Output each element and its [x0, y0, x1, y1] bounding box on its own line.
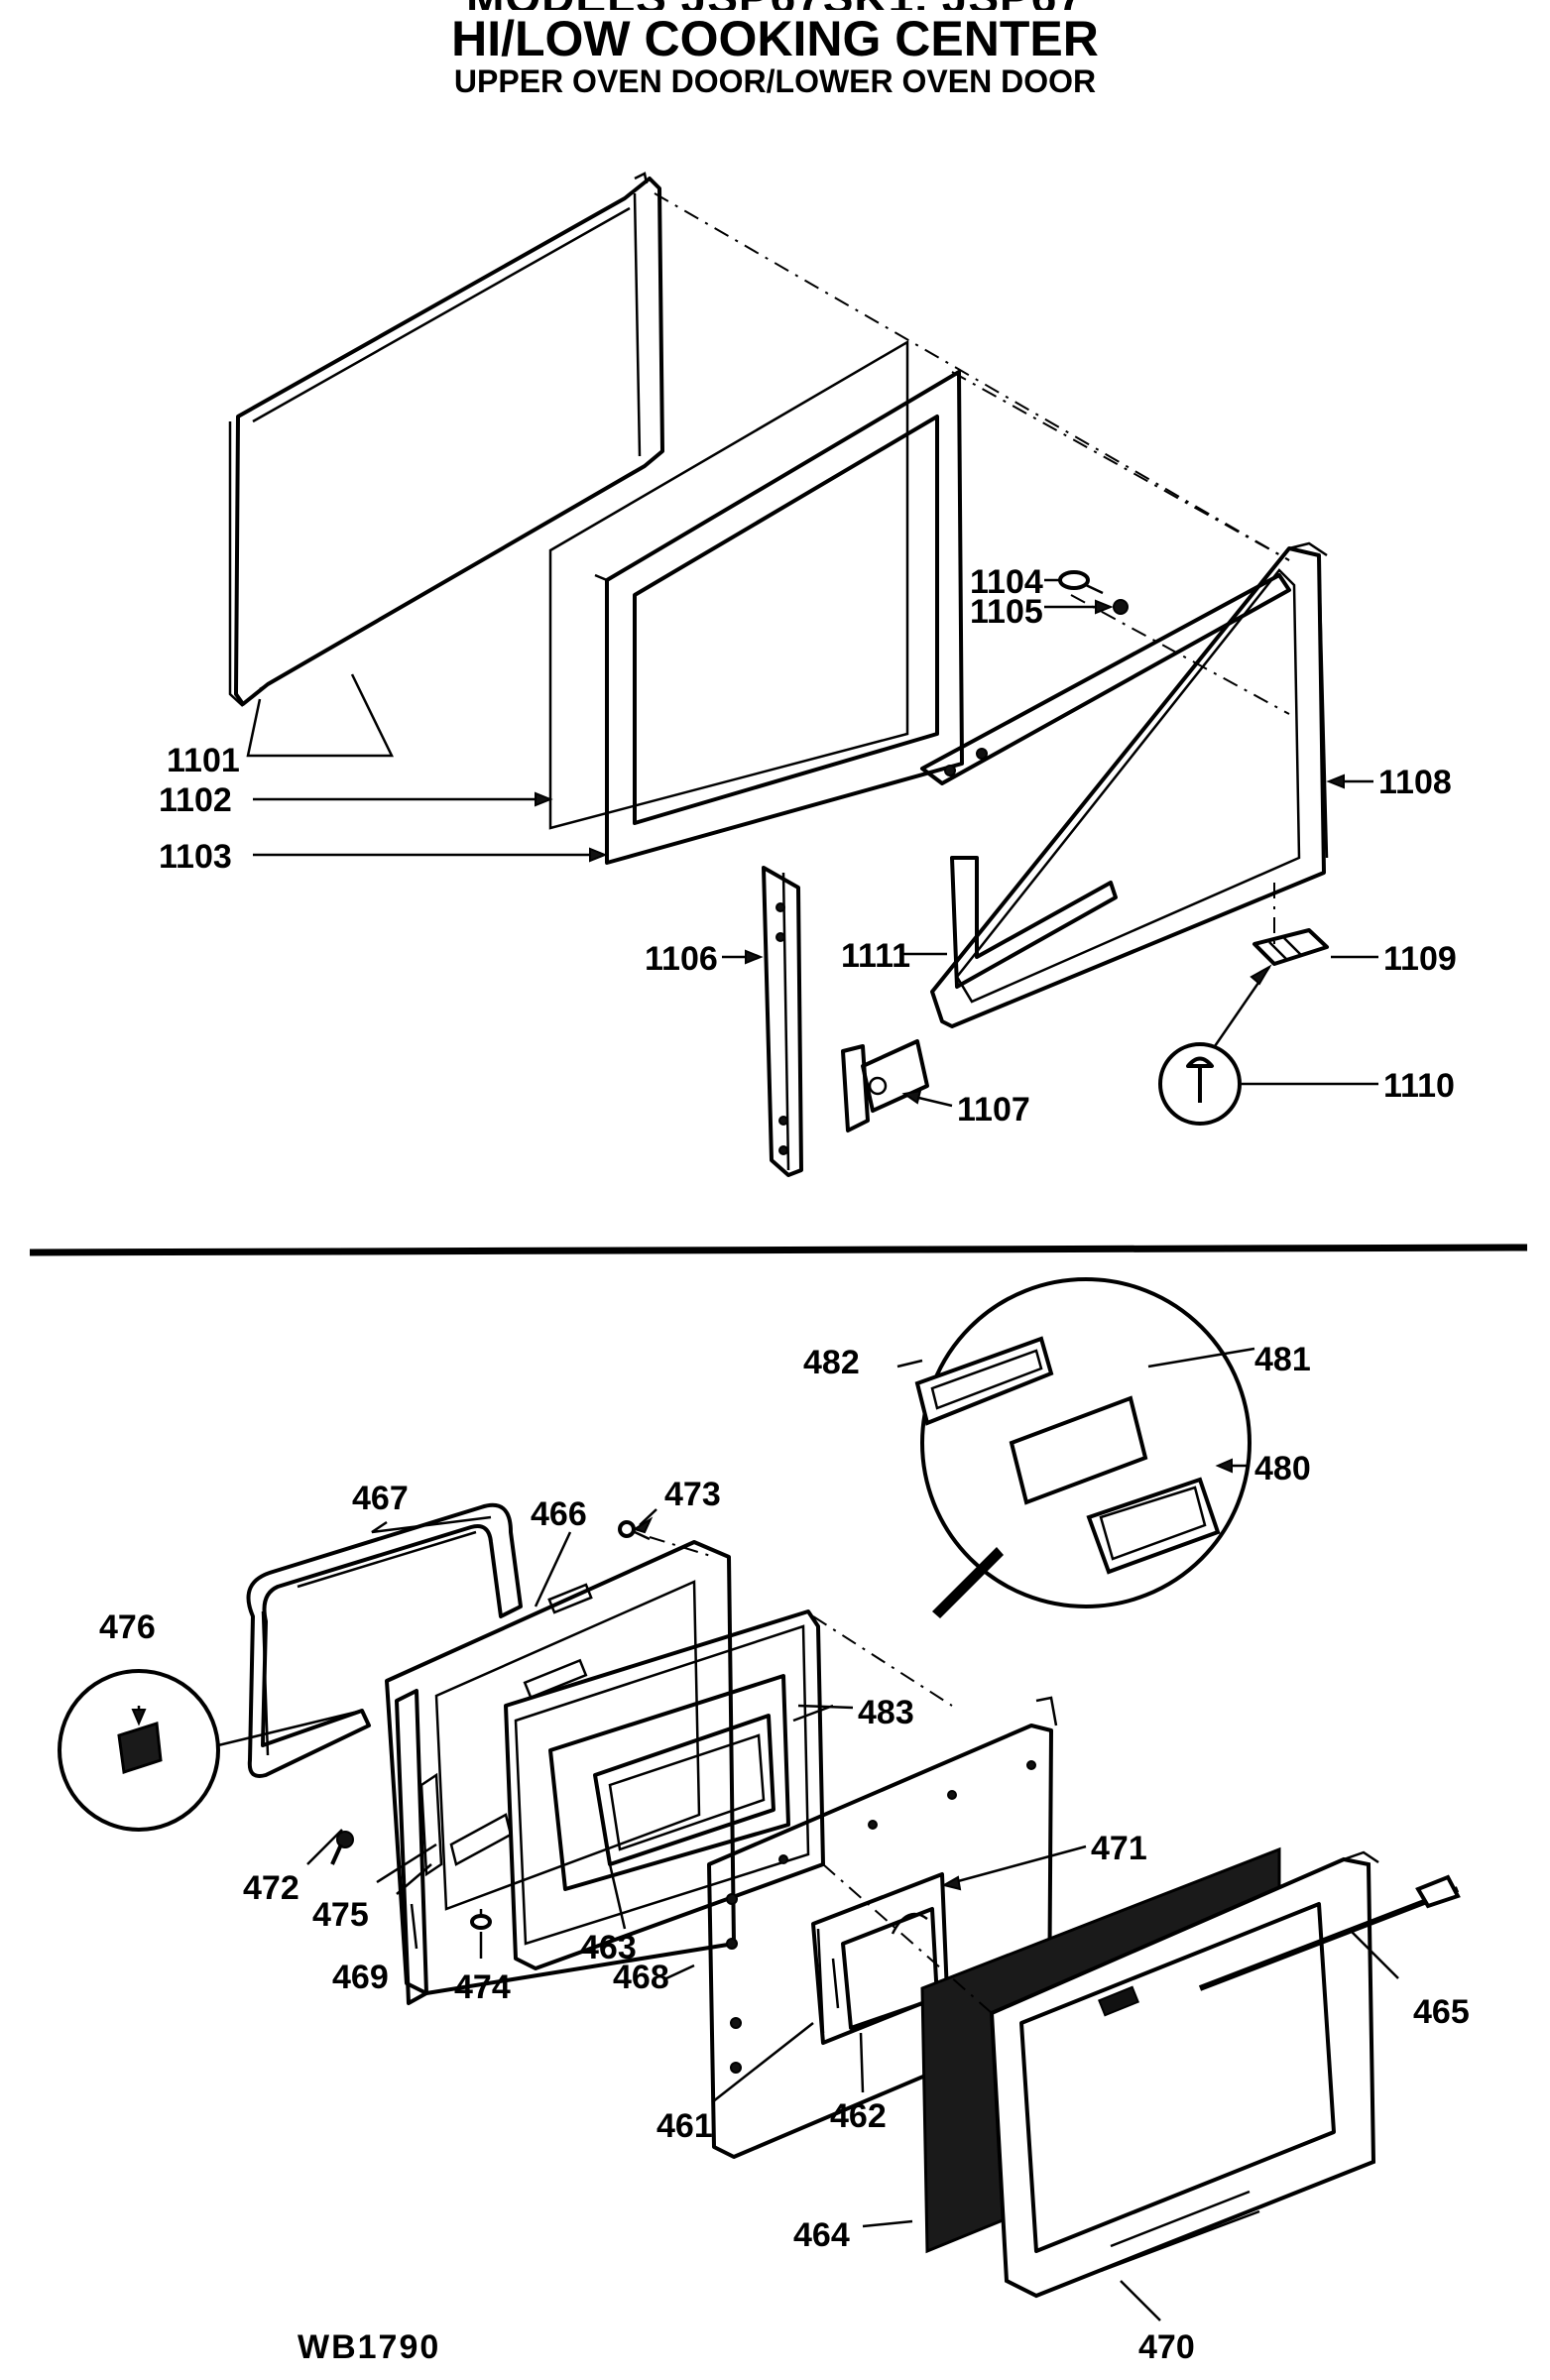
part-467-gasket — [246, 1502, 523, 1778]
centerline — [649, 1536, 715, 1558]
label-470: 470 — [1138, 2328, 1195, 2366]
models-heading-cut: MODELS JSP67SK1, JSP67 — [0, 0, 1550, 10]
label-1101: 1101 — [167, 742, 240, 779]
centerline — [822, 1863, 993, 2014]
upper-oven-door-assembly: 1101 1102 1103 1104 1105 1106 1107 1108 … — [159, 172, 1457, 1177]
lower-oven-door-assembly: 461 462 463 464 465 466 467 468 469 470 … — [58, 1277, 1470, 2366]
label-475: 475 — [312, 1896, 369, 1934]
part-1107-hinge — [841, 1039, 929, 1132]
label-471: 471 — [1091, 1830, 1147, 1867]
label-480: 480 — [1254, 1450, 1311, 1488]
part-472-screw — [330, 1831, 354, 1865]
lower-leader-lines — [306, 1347, 1399, 2321]
page-title: HI/LOW COOKING CENTER — [451, 11, 1099, 66]
part-470-outer-door — [989, 1850, 1379, 2299]
part-474-screw — [470, 1909, 492, 1930]
upper-leader-lines — [246, 578, 1378, 1108]
label-482: 482 — [803, 1344, 860, 1381]
part-1105-nut — [1113, 599, 1129, 615]
part-1103-frame — [594, 370, 964, 865]
part-1110-screw-callout — [1158, 964, 1272, 1126]
part-465-rod — [1198, 1874, 1461, 1991]
part-1104-screw — [1058, 570, 1104, 595]
label-461: 461 — [656, 2107, 713, 2145]
label-465: 465 — [1413, 1993, 1470, 2031]
label-473: 473 — [664, 1476, 721, 1513]
label-468: 468 — [613, 1959, 669, 1996]
label-464: 464 — [793, 2216, 850, 2254]
label-1111: 1111 — [841, 937, 910, 975]
window-detail-callout — [914, 1277, 1252, 1618]
part-1108-outer-frame — [920, 541, 1329, 1028]
centerline — [1070, 594, 1290, 715]
part-476-pad-callout — [58, 1669, 363, 1832]
label-483: 483 — [858, 1694, 914, 1731]
part-1111-gasket — [950, 856, 1118, 989]
part-469-hinge-channel — [395, 1689, 513, 2005]
label-476: 476 — [99, 1608, 156, 1646]
centerline — [812, 1615, 953, 1707]
label-469: 469 — [332, 1959, 389, 1996]
label-1109: 1109 — [1383, 940, 1457, 978]
label-1104: 1104 — [970, 563, 1043, 601]
label-467: 467 — [352, 1480, 409, 1517]
label-466: 466 — [531, 1495, 587, 1533]
label-1105: 1105 — [970, 593, 1043, 631]
label-462: 462 — [830, 2097, 887, 2135]
part-1101-channel — [228, 172, 664, 707]
label-474: 474 — [454, 1968, 511, 2006]
part-1106-bracket — [762, 866, 803, 1177]
label-1107: 1107 — [957, 1091, 1030, 1129]
label-472: 472 — [243, 1869, 299, 1907]
part-1102-glass — [548, 339, 909, 830]
part-1109-clip — [1252, 928, 1329, 966]
label-1110: 1110 — [1383, 1067, 1455, 1105]
label-481: 481 — [1254, 1341, 1311, 1378]
section-divider — [29, 1244, 1528, 1256]
diagram-code: WB1790 — [298, 2328, 440, 2366]
centerline — [951, 371, 1290, 561]
centerline — [654, 192, 1290, 561]
page-subtitle: UPPER OVEN DOOR/LOWER OVEN DOOR — [453, 63, 1097, 99]
label-1102: 1102 — [159, 781, 232, 819]
label-1103: 1103 — [159, 838, 232, 876]
part-466-liner — [385, 1540, 736, 1995]
label-1106: 1106 — [645, 940, 718, 978]
label-1108: 1108 — [1378, 764, 1452, 801]
label-463: 463 — [580, 1929, 637, 1966]
part-463-inner-panel — [504, 1609, 825, 1970]
